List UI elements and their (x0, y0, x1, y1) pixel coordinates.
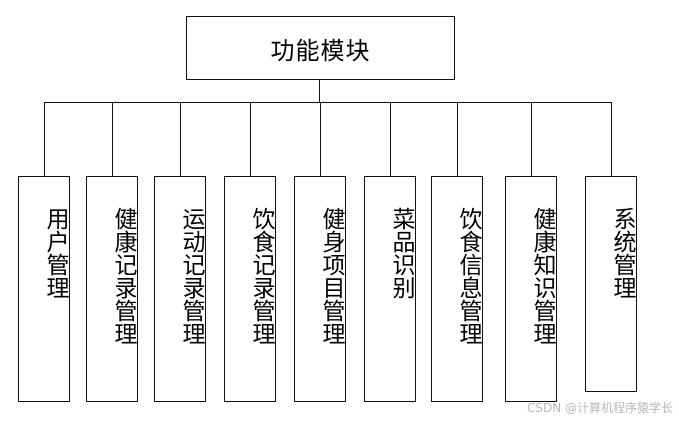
branch-connector (390, 102, 392, 176)
module-label: 用户管理 (42, 207, 68, 299)
module-label: 运动记录管理 (178, 207, 204, 345)
module-label: 健康记录管理 (110, 207, 136, 345)
module-box-fitness-project-management: 健身项目管理 (294, 176, 346, 402)
horizontal-bus (44, 102, 612, 104)
module-box-exercise-record-management: 运动记录管理 (154, 176, 206, 402)
branch-connector (531, 102, 533, 176)
root-module-box: 功能模块 (186, 16, 455, 80)
branch-connector (250, 102, 252, 176)
branch-connector (457, 102, 459, 176)
module-label: 健康知识管理 (529, 207, 555, 345)
module-box-health-knowledge-management: 健康知识管理 (505, 176, 557, 402)
root-module-label: 功能模块 (270, 36, 371, 65)
branch-connector (180, 102, 182, 176)
branch-connector (320, 102, 322, 176)
module-box-user-management: 用户管理 (18, 176, 70, 402)
module-label: 系统管理 (609, 207, 635, 299)
root-connector (319, 80, 321, 103)
watermark: CSDN @计算机程序猿学长 (526, 401, 673, 415)
module-box-diet-info-management: 饮食信息管理 (431, 176, 483, 402)
module-label: 饮食记录管理 (248, 207, 274, 345)
module-box-diet-record-management: 饮食记录管理 (224, 176, 276, 402)
module-label: 健身项目管理 (318, 207, 344, 345)
module-box-health-record-management: 健康记录管理 (86, 176, 138, 402)
branch-connector (611, 102, 613, 176)
module-box-system-management: 系统管理 (585, 176, 637, 392)
module-label: 菜品识别 (388, 207, 414, 299)
module-box-dish-recognition: 菜品识别 (364, 176, 416, 402)
branch-connector (112, 102, 114, 176)
branch-connector (44, 102, 46, 176)
module-label: 饮食信息管理 (455, 207, 481, 345)
